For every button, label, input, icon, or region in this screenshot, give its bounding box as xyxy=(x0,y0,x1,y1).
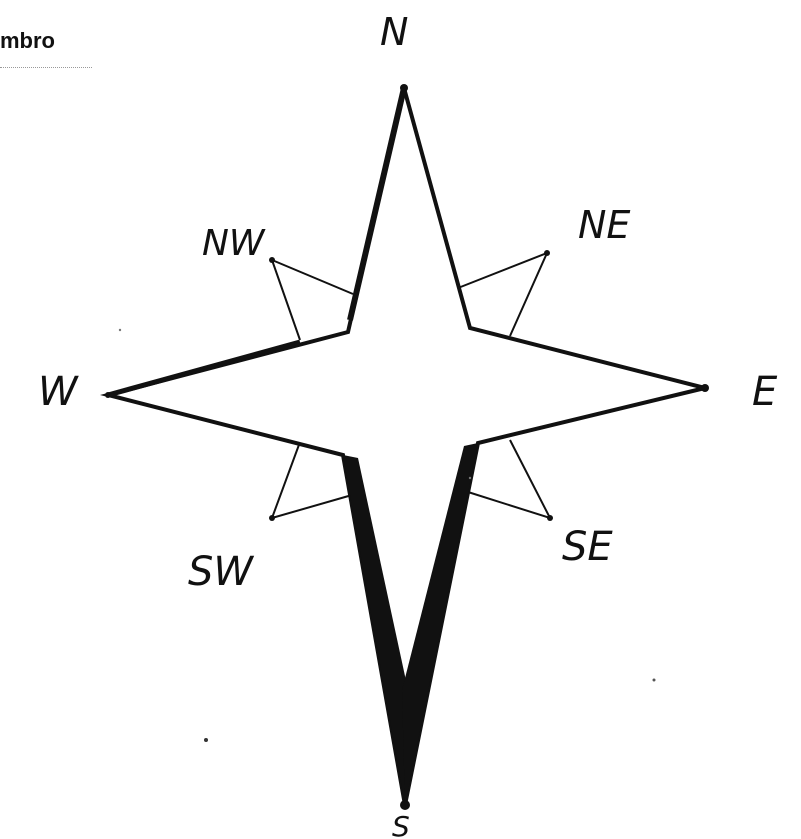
east-vertex-dot xyxy=(701,384,709,392)
northeast-point xyxy=(458,253,547,336)
label-west: W xyxy=(38,369,79,415)
northwest-vertex-dot xyxy=(269,257,275,263)
label-north: N xyxy=(380,10,408,54)
southeast-point xyxy=(468,440,550,518)
label-east: E xyxy=(752,369,778,415)
southwest-vertex-dot xyxy=(269,515,275,521)
north-vertex-dot xyxy=(400,84,408,92)
label-southwest: SW xyxy=(188,549,254,595)
scan-speck xyxy=(204,738,208,742)
label-southeast: SE xyxy=(562,524,613,570)
northeast-vertex-dot xyxy=(544,250,550,256)
scan-speck xyxy=(653,679,656,682)
label-northwest: NW xyxy=(202,223,266,264)
northwest-point xyxy=(272,260,353,340)
label-northeast: NE xyxy=(578,203,630,247)
label-south: S xyxy=(392,810,410,839)
west-vertex-dot xyxy=(105,392,111,398)
scan-speck xyxy=(119,329,121,331)
south-vertex-dot xyxy=(400,800,410,810)
southeast-vertex-dot xyxy=(547,515,553,521)
scan-speck xyxy=(469,477,471,479)
